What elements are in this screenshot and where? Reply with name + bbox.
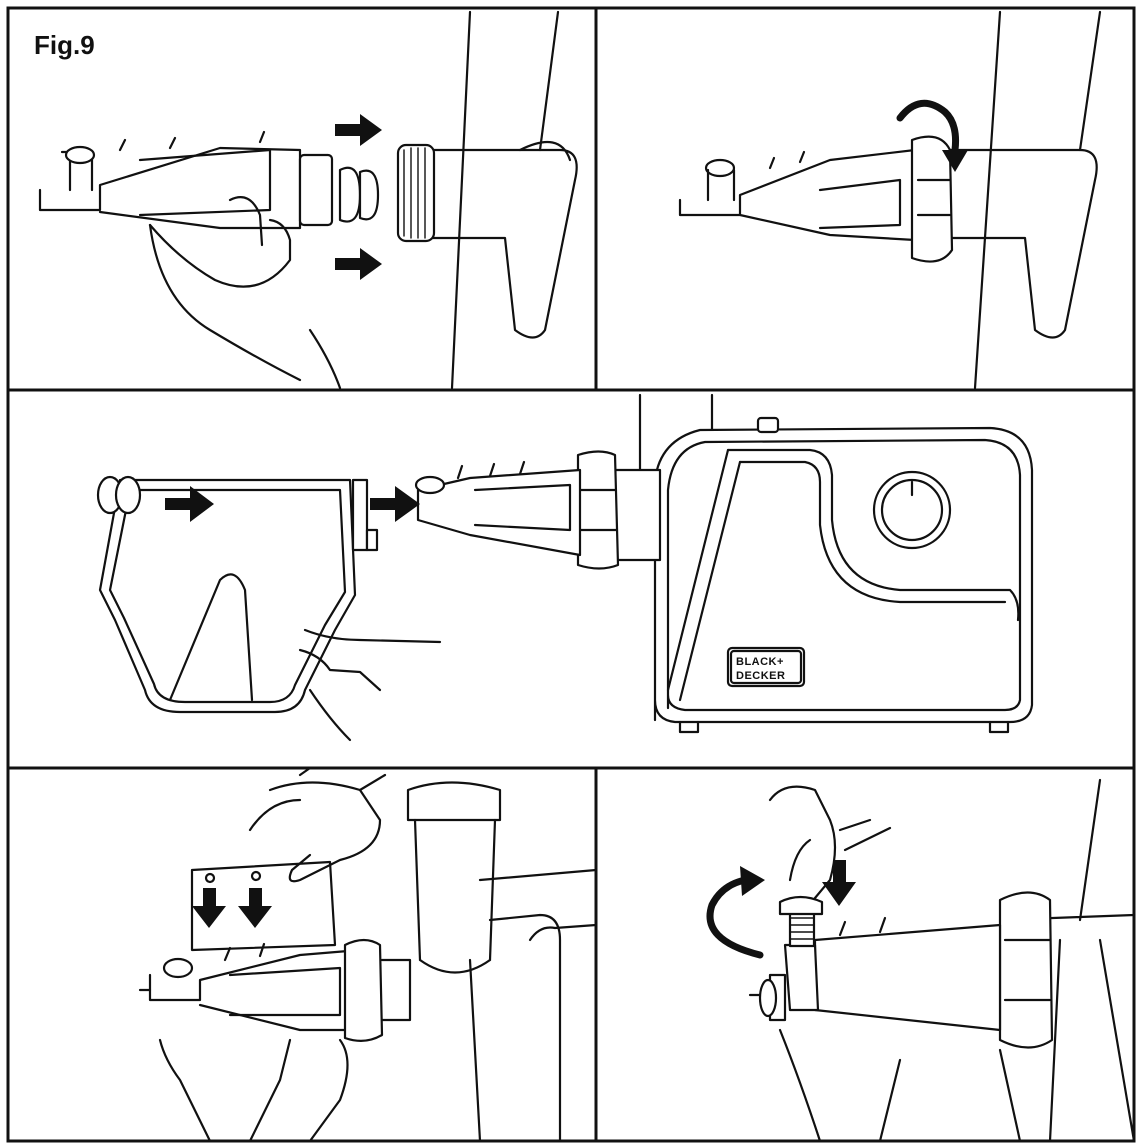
brand-logo	[726, 646, 806, 688]
panel-4-insert-plate	[138, 766, 598, 1143]
arrow-down-icon	[822, 860, 856, 906]
figure-label: Fig.9	[34, 30, 95, 60]
arrow-right-icon	[335, 114, 382, 146]
rotate-arrow-icon	[942, 150, 968, 172]
logo-line-2: DECKER	[736, 670, 785, 682]
arrow-down-icon	[238, 888, 272, 928]
arrow-right-icon	[370, 486, 420, 522]
arrow-right-icon	[165, 486, 214, 522]
panel-grid	[6, 6, 1136, 1143]
panel-5-tighten-screw	[706, 778, 1136, 1143]
arrow-right-icon	[335, 248, 382, 280]
panel-3-attach-guard: BLACK+ DECKER	[96, 393, 1034, 742]
arrow-down-icon	[192, 888, 226, 928]
rotate-arrow-icon	[740, 866, 765, 896]
panel-1-attach-parts	[38, 10, 578, 390]
panel-2-tighten-ring	[678, 10, 1102, 390]
logo-line-1: BLACK+	[736, 656, 784, 668]
